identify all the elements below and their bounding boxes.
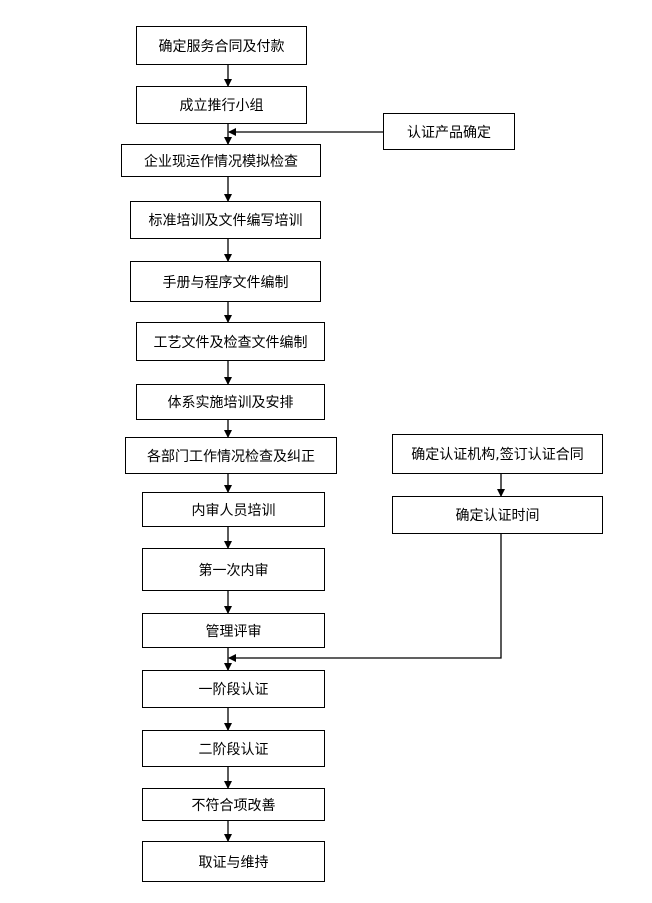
step-label: 二阶段认证 xyxy=(198,741,269,758)
step-label: 一阶段认证 xyxy=(198,682,269,698)
step-label: 体系实施培训及安排 xyxy=(167,395,294,411)
step-stage-one-certification: 一阶段认证 xyxy=(142,670,325,708)
side-label: 确定认证机构,签订认证合同 xyxy=(411,447,584,463)
step-label: 成立推行小组 xyxy=(179,98,264,114)
step-label: 企业现运作情况模拟检查 xyxy=(144,153,298,170)
step-label: 手册与程序文件编制 xyxy=(162,274,289,291)
side-select-certification-body: 确定认证机构,签订认证合同 xyxy=(392,434,603,474)
side-label: 认证产品确定 xyxy=(407,124,491,141)
step-label: 第一次内审 xyxy=(198,562,269,579)
step-form-team: 成立推行小组 xyxy=(136,86,307,124)
step-label: 各部门工作情况检查及纠正 xyxy=(147,448,315,465)
step-internal-auditor-training: 内审人员培训 xyxy=(142,492,325,527)
step-system-implementation: 体系实施培训及安排 xyxy=(136,384,325,420)
step-first-internal-audit: 第一次内审 xyxy=(142,548,325,591)
step-stage-two-certification: 二阶段认证 xyxy=(142,730,325,767)
step-simulated-inspection: 企业现运作情况模拟检查 xyxy=(121,144,321,177)
step-label: 工艺文件及检查文件编制 xyxy=(153,334,308,351)
step-label: 确定服务合同及付款 xyxy=(158,38,285,55)
step-label: 标准培训及文件编写培训 xyxy=(148,213,303,229)
step-label: 取证与维持 xyxy=(198,854,269,871)
step-certificate-maintenance: 取证与维持 xyxy=(142,841,325,882)
step-label: 内审人员培训 xyxy=(191,502,276,519)
step-label: 不符合项改善 xyxy=(191,797,276,814)
side-label: 确定认证时间 xyxy=(455,508,540,524)
step-process-docs: 工艺文件及检查文件编制 xyxy=(136,322,325,361)
side-set-certification-time: 确定认证时间 xyxy=(392,496,603,534)
step-nonconformity-improvement: 不符合项改善 xyxy=(142,788,325,821)
step-manual-procedures: 手册与程序文件编制 xyxy=(130,261,321,302)
step-label: 管理评审 xyxy=(205,623,262,640)
side-product-confirmation: 认证产品确定 xyxy=(383,113,515,150)
step-department-check: 各部门工作情况检查及纠正 xyxy=(125,437,337,474)
step-management-review: 管理评审 xyxy=(142,613,325,648)
arrow-time-to-main xyxy=(228,534,502,662)
step-standard-training: 标准培训及文件编写培训 xyxy=(130,201,321,239)
step-confirm-contract-payment: 确定服务合同及付款 xyxy=(136,26,307,65)
